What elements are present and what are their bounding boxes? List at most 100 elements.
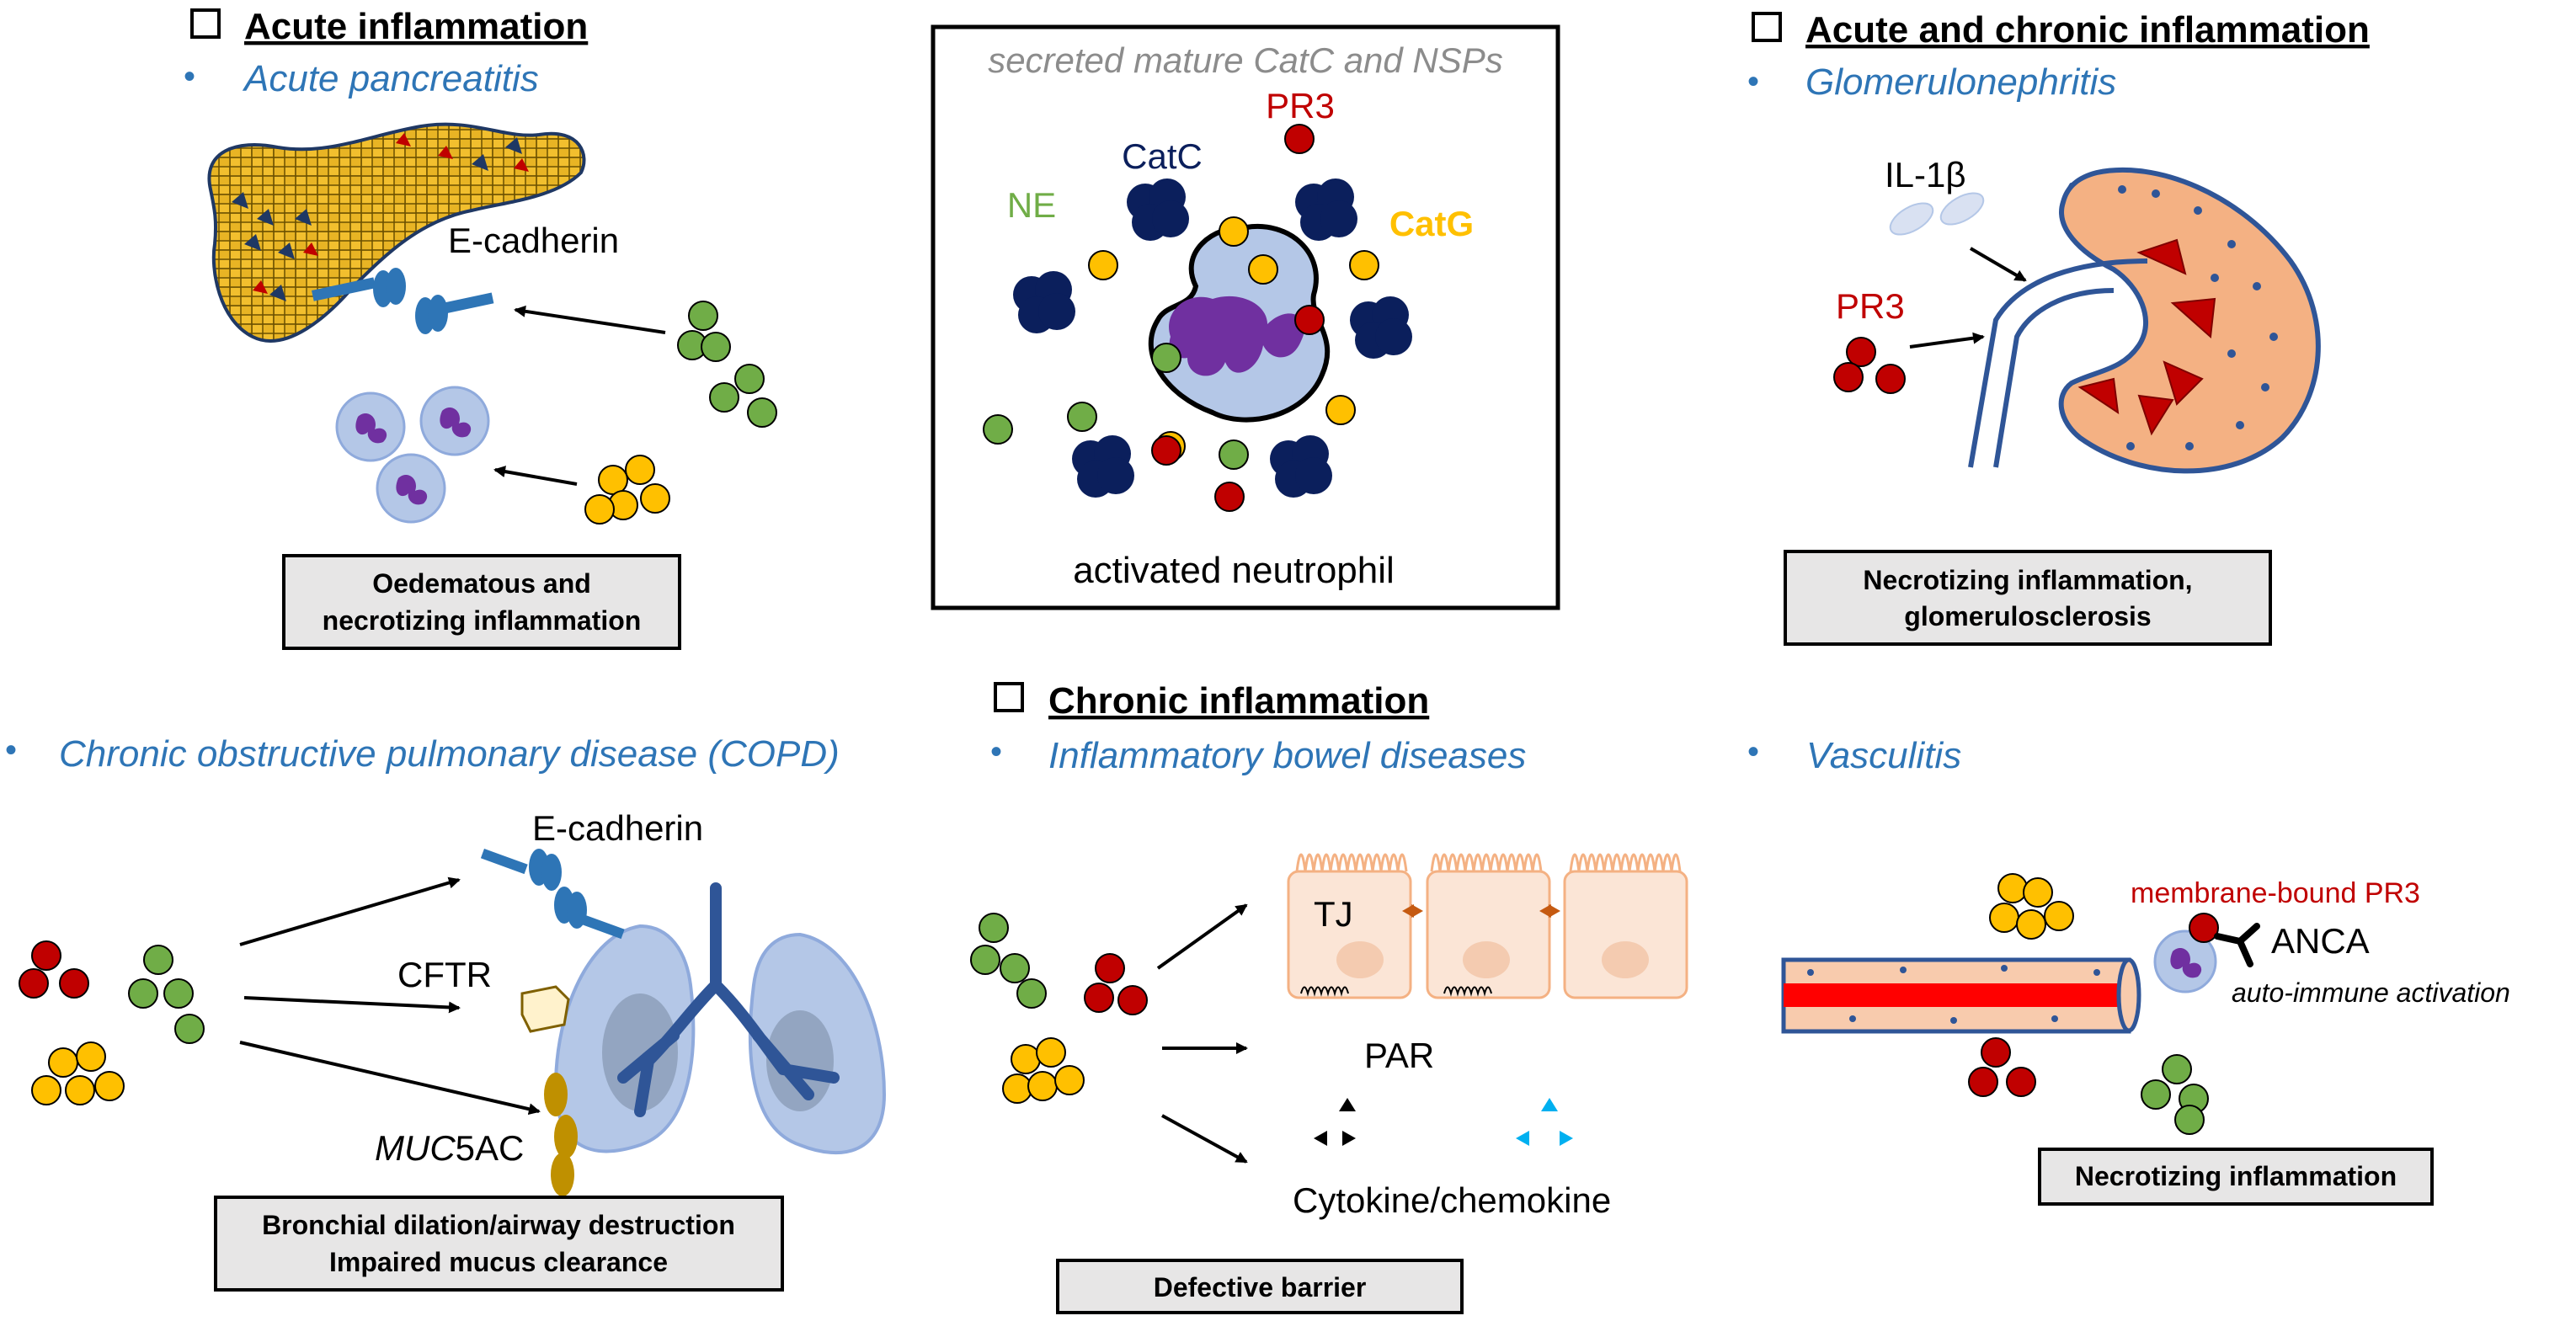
catg-dots (584, 455, 670, 525)
arrow (1909, 332, 1985, 349)
copd-outcome-line2: Impaired mucus clearance (329, 1247, 668, 1277)
pancreas-necrosis (253, 133, 529, 294)
arrow (1161, 1114, 1248, 1164)
renal-vessel (1968, 258, 2148, 468)
acute-chronic-outcome-box (1784, 550, 2272, 646)
pr3-label: PR3 (1266, 86, 1335, 125)
membrane-pr3-dot (2189, 913, 2219, 943)
ibd-dots (970, 913, 1148, 1104)
acute-outcome-box (282, 554, 681, 650)
kidney-pyramids (2077, 238, 2216, 436)
pr3-label: PR3 (1836, 286, 1905, 326)
arrow (1969, 247, 2027, 282)
catc-cluster (1350, 296, 1412, 359)
muc-rest: 5AC (456, 1128, 525, 1168)
tj-label: TJ (1314, 894, 1353, 934)
acute-chronic-outcome-line1: Necrotizing inflammation, (1863, 565, 2192, 595)
acute-section: Acute inflammation • Acute pancreatitis … (184, 6, 777, 650)
arrow (243, 996, 461, 1014)
ecadherin-fragments (312, 268, 494, 334)
il1b-shape (1939, 192, 1985, 226)
lung-damage (766, 1010, 834, 1111)
anca-antibody-icon (2214, 923, 2260, 967)
membrane-pr3-label: membrane-bound PR3 (2131, 877, 2420, 909)
neutrophil-nucleus (1169, 296, 1305, 376)
copd-disease: Chronic obstructive pulmonary disease (C… (59, 733, 840, 775)
bullet-icon: • (1747, 63, 1759, 100)
muc-italic: MUC (375, 1128, 456, 1168)
epithelial-cells (1287, 853, 1688, 999)
pr3-dots (1833, 337, 1906, 394)
bullet-icon: • (1747, 733, 1759, 770)
arrow (1156, 903, 1248, 970)
arrow (493, 466, 578, 486)
cytokine-icons (1314, 1098, 1573, 1146)
acute-chronic-outcome-line2: glomerulosclerosis (1904, 601, 2151, 631)
checkbox-icon (190, 8, 221, 39)
autoimmune-label: auto-immune activation (2232, 977, 2510, 1008)
acute-heading: Acute inflammation (244, 6, 588, 47)
cftr-channel (520, 985, 570, 1033)
vessel-lumen (1784, 983, 2129, 1007)
vasculitis-dots (1968, 873, 2209, 1135)
copd-dots (19, 940, 205, 1105)
vessel-end (2116, 957, 2141, 1033)
par-label: PAR (1364, 1036, 1434, 1075)
neutrophils (335, 386, 490, 524)
il1b-shape (1889, 202, 1934, 236)
muc5ac-label: MUC5AC (375, 1128, 524, 1168)
acute-outcome-line1: Oedematous and (372, 568, 591, 599)
anca-label: ANCA (2271, 921, 2370, 961)
activated-neutrophil-caption: activated neutrophil (1073, 550, 1395, 591)
ecadherin-label: E-cadherin (448, 221, 619, 260)
center-panel: secreted mature CatC and NSPs (931, 24, 1560, 610)
acute-disease: Acute pancreatitis (242, 58, 539, 99)
copd-outcome-box (214, 1196, 784, 1292)
vasculitis-disease: Vasculitis (1806, 735, 1961, 776)
catc-cluster (1270, 435, 1332, 498)
catc-cluster (1127, 178, 1189, 241)
acute-chronic-heading: Acute and chronic inflammation (1805, 9, 2370, 51)
checkbox-icon (994, 682, 1024, 712)
ibd-outcome-label: Defective barrier (1154, 1272, 1367, 1302)
catc-clusters (1013, 178, 1412, 498)
mucin-shapes (544, 1073, 578, 1196)
copd-outcome-line1: Bronchial dilation/airway destruction (262, 1210, 735, 1240)
ibd-disease: Inflammatory bowel diseases (1048, 735, 1526, 776)
vasculitis-outcome-box (2038, 1148, 2434, 1206)
catg-label: CatG (1389, 204, 1474, 243)
vessel-spots (1807, 965, 2100, 1024)
ibd-outcome-box (1056, 1259, 1464, 1314)
protease-dots (983, 124, 1379, 512)
ibd-section: • Inflammatory bowel diseases (970, 733, 1688, 1314)
bullet-icon: • (990, 733, 1002, 770)
center-panel-title: secreted mature CatC and NSPs (988, 40, 1503, 80)
copd-section: • Chronic obstructive pulmonary disease … (5, 732, 887, 1292)
arrow (239, 876, 461, 946)
catc-cluster (1013, 271, 1075, 333)
bullet-icon: • (184, 58, 195, 95)
bullet-icon: • (5, 732, 17, 769)
vasculitis-section: • Vasculitis membrane-bound PR3 ANCA aut… (1747, 733, 2510, 1206)
acute-outcome-line2: necrotizing inflammation (323, 605, 642, 636)
checkbox-icon (1752, 12, 1782, 42)
acute-chronic-section: Acute and chronic inflammation • Glomeru… (1747, 9, 2370, 646)
trachea-bronchi (617, 882, 840, 1117)
kidney-spots (2118, 185, 2278, 450)
kidney-cortex (2058, 167, 2321, 474)
chronic-heading: Chronic inflammation (1048, 680, 1429, 722)
ne-dots (677, 301, 777, 428)
ecadherin-label: E-cadherin (532, 808, 703, 848)
catc-cluster (1072, 435, 1134, 498)
pancreas-lesions (232, 137, 522, 301)
catc-label: CatC (1122, 136, 1203, 176)
catc-cluster (1295, 178, 1357, 241)
vasculitis-outcome-label: Necrotizing inflammation (2075, 1161, 2397, 1191)
acute-chronic-disease: Glomerulonephritis (1805, 61, 2116, 103)
il1b-label: IL-1β (1885, 155, 1966, 194)
cftr-label: CFTR (397, 955, 492, 994)
cytokine-label: Cytokine/chemokine (1293, 1180, 1611, 1220)
ne-label: NE (1007, 185, 1056, 225)
arrow (514, 305, 666, 334)
